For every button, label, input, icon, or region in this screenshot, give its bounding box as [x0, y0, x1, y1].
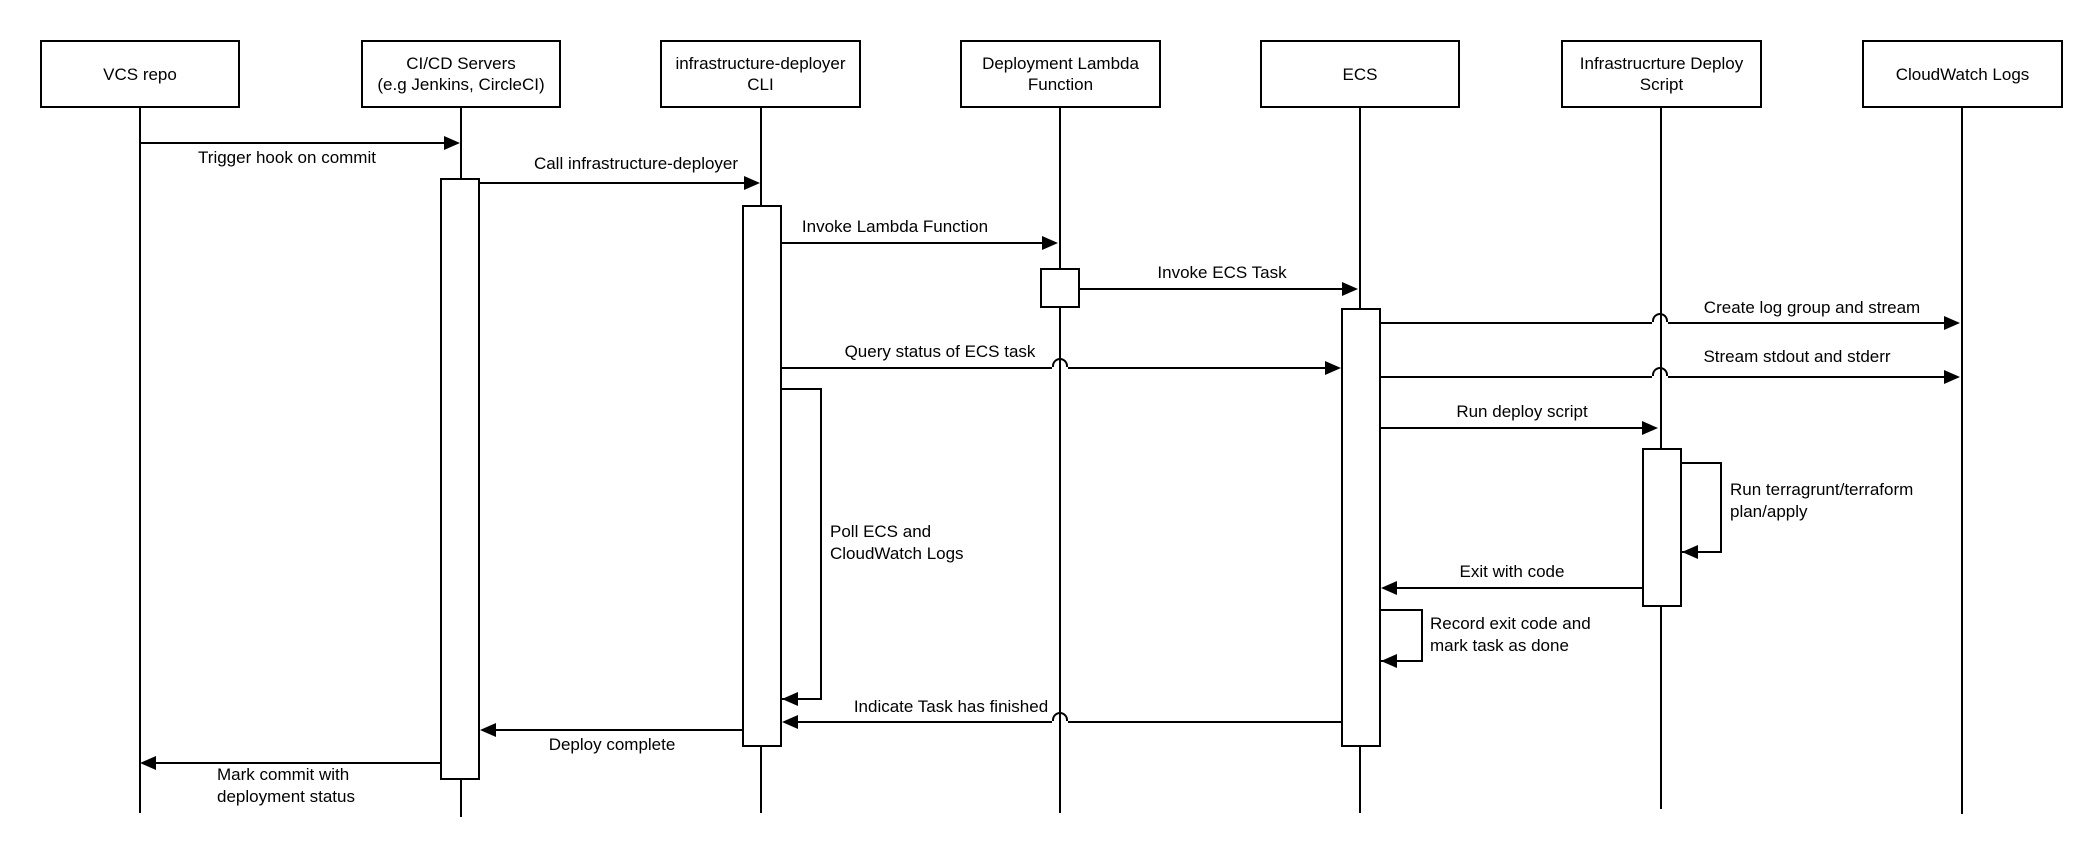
arrowhead-record-exit-code: [1381, 654, 1397, 668]
message-label-record-exit-code: Record exit code and mark task as done: [1430, 614, 1591, 655]
line-hop-create-log-group: [1652, 313, 1668, 322]
participant-box-infrastructure-deploy-script: Infrastrucrture Deploy Script: [1561, 40, 1762, 108]
message-line-mark-commit: [156, 762, 440, 764]
arrowhead-deploy-complete: [480, 723, 496, 737]
arrowhead-run-deploy-script: [1642, 421, 1658, 435]
message-line-indicate-finished: [1068, 721, 1341, 723]
message-label-create-log-group: Create log group and stream: [1703, 298, 1921, 317]
message-line-stream-stdout: [1381, 376, 1652, 378]
line-hop-stream-stdout: [1652, 367, 1668, 376]
participant-label: VCS repo: [103, 64, 177, 84]
arrowhead-mark-commit: [140, 756, 156, 770]
arrowhead-stream-stdout: [1944, 370, 1960, 384]
message-line-trigger-hook: [140, 142, 446, 144]
message-label-run-deploy-script: Run deploy script: [1456, 402, 1588, 421]
arrowhead-create-log-group: [1944, 316, 1960, 330]
message-line-invoke-ecs-task: [1080, 288, 1344, 290]
arrowhead-call-infrastructure-deployer: [744, 176, 760, 190]
self-message-bracket-record-exit-code: [1381, 609, 1423, 662]
message-line-invoke-lambda: [782, 242, 1044, 244]
message-line-indicate-finished: [798, 721, 1052, 723]
lifeline-deployment-lambda-function: [1059, 108, 1061, 813]
message-label-poll-ecs: Poll ECS and CloudWatch Logs: [830, 522, 964, 563]
participant-label: ECS: [1342, 64, 1378, 84]
message-line-exit-with-code: [1397, 587, 1642, 589]
activation-infrastructure-deploy-script: [1642, 448, 1682, 607]
message-line-deploy-complete: [496, 729, 742, 731]
message-label-invoke-lambda: Invoke Lambda Function: [801, 217, 989, 236]
lifeline-vcs-repo: [139, 108, 141, 813]
participant-label: infrastructure-deployer CLI: [675, 54, 846, 94]
message-label-exit-with-code: Exit with code: [1459, 562, 1565, 581]
arrowhead-poll-ecs: [782, 692, 798, 706]
line-hop-indicate-finished: [1052, 712, 1068, 721]
activation-ecs: [1341, 308, 1381, 747]
message-line-create-log-group: [1381, 322, 1652, 324]
arrowhead-terragrunt: [1682, 545, 1698, 559]
participant-label: CI/CD Servers (e.g Jenkins, CircleCI): [377, 54, 545, 94]
arrowhead-indicate-finished: [782, 715, 798, 729]
lifeline-cloudwatch-logs: [1961, 108, 1963, 814]
arrowhead-query-status: [1325, 361, 1341, 375]
participant-box-ecs: ECS: [1260, 40, 1460, 108]
line-hop-query-status: [1052, 358, 1068, 367]
participant-box-cicd-servers: CI/CD Servers (e.g Jenkins, CircleCI): [361, 40, 561, 108]
message-line-query-status: [782, 367, 1052, 369]
message-line-query-status: [1068, 367, 1327, 369]
message-label-terragrunt: Run terragrunt/terraform plan/apply: [1730, 480, 1914, 521]
message-line-call-infrastructure-deployer: [480, 182, 746, 184]
message-line-create-log-group: [1668, 322, 1946, 324]
message-label-call-infrastructure-deployer: Call infrastructure-deployer: [533, 154, 739, 173]
message-label-trigger-hook: Trigger hook on commit: [198, 148, 376, 167]
arrowhead-invoke-lambda: [1042, 236, 1058, 250]
message-label-indicate-finished: Indicate Task has finished: [853, 697, 1049, 716]
self-message-bracket-poll-ecs: [782, 388, 822, 700]
participant-box-deployment-lambda-function: Deployment Lambda Function: [960, 40, 1161, 108]
message-line-run-deploy-script: [1381, 427, 1644, 429]
arrowhead-invoke-ecs-task: [1342, 282, 1358, 296]
activation-deployment-lambda-function: [1040, 268, 1080, 308]
activation-cicd-servers: [440, 178, 480, 780]
participant-box-vcs-repo: VCS repo: [40, 40, 240, 108]
participant-box-cloudwatch-logs: CloudWatch Logs: [1862, 40, 2063, 108]
activation-infrastructure-deployer-cli: [742, 205, 782, 747]
participant-label: Deployment Lambda Function: [982, 54, 1139, 94]
message-label-stream-stdout: Stream stdout and stderr: [1703, 347, 1891, 366]
message-label-query-status: Query status of ECS task: [844, 342, 1036, 361]
arrowhead-trigger-hook: [444, 136, 460, 150]
self-message-bracket-terragrunt: [1682, 462, 1722, 553]
message-label-mark-commit: Mark commit with deployment status: [217, 765, 355, 806]
message-line-stream-stdout: [1668, 376, 1946, 378]
participant-label: Infrastrucrture Deploy Script: [1579, 54, 1744, 94]
message-label-deploy-complete: Deploy complete: [548, 735, 676, 754]
participant-label: CloudWatch Logs: [1895, 64, 2030, 84]
participant-box-infrastructure-deployer-cli: infrastructure-deployer CLI: [660, 40, 861, 108]
arrowhead-exit-with-code: [1381, 581, 1397, 595]
message-label-invoke-ecs-task: Invoke ECS Task: [1157, 263, 1287, 282]
